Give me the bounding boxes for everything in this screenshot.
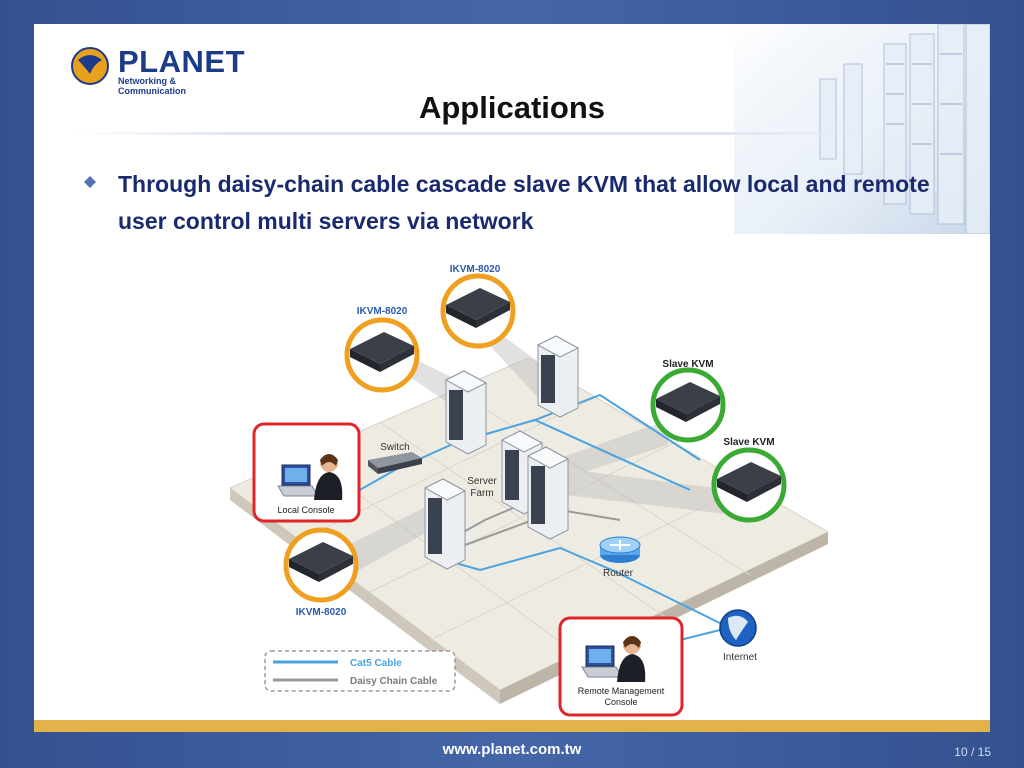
planet-logo: PLANET Networking & Communication bbox=[70, 40, 245, 96]
diamond-bullet-icon bbox=[84, 176, 96, 188]
legend-daisy-label: Daisy Chain Cable bbox=[350, 676, 438, 687]
slide: PLANET Networking & Communication Applic… bbox=[34, 24, 990, 720]
title-divider bbox=[74, 132, 894, 135]
switch-label: Switch bbox=[380, 442, 409, 453]
internet-globe-icon bbox=[719, 609, 757, 647]
remote-console-label-line2: Console bbox=[604, 697, 637, 707]
local-console-frame bbox=[252, 422, 361, 523]
legend-cat5-label: Cat5 Cable bbox=[350, 658, 402, 669]
remote-console-label-line1: Remote Management bbox=[578, 686, 665, 696]
server-rack bbox=[423, 478, 467, 570]
footer-url: www.planet.com.tw bbox=[442, 741, 582, 758]
server-rack bbox=[444, 370, 488, 455]
ikvm-left-label: IKVM-8020 bbox=[357, 306, 408, 317]
router-label: Router bbox=[603, 568, 634, 579]
server-rack bbox=[536, 335, 580, 418]
page-number: 10 / 15 bbox=[954, 745, 991, 759]
legend: Cat5 Cable Daisy Chain Cable bbox=[264, 650, 456, 692]
logo-tagline: Networking & Communication bbox=[118, 76, 187, 96]
slave-kvm-2-label: Slave KVM bbox=[723, 437, 774, 448]
slave-kvm-ring-1 bbox=[650, 367, 726, 443]
internet-label: Internet bbox=[723, 652, 757, 663]
bullet-text: Through daisy-chain cable cascade slave … bbox=[118, 171, 930, 234]
logo-wordmark: PLANET bbox=[118, 44, 245, 79]
server-rack bbox=[526, 446, 570, 540]
local-console-label: Local Console bbox=[277, 505, 334, 515]
slave-kvm-1-label: Slave KVM bbox=[662, 359, 713, 370]
ikvm-top-label: IKVM-8020 bbox=[450, 264, 501, 275]
ikvm-left-ring bbox=[344, 317, 420, 393]
ikvm-bottom-label: IKVM-8020 bbox=[296, 607, 347, 618]
globe-icon bbox=[71, 47, 109, 85]
remote-console-frame bbox=[558, 616, 684, 717]
network-diagram: Cat5 Cable Daisy Chain Cable IKVM-8020 I… bbox=[229, 264, 830, 717]
server-farm-label-line1: Server bbox=[467, 476, 497, 487]
server-room-image bbox=[734, 24, 990, 234]
slave-kvm-ring-2 bbox=[711, 447, 787, 523]
server-farm-label-line2: Farm bbox=[470, 488, 493, 499]
footer-accent-bar bbox=[34, 720, 990, 732]
switch-device bbox=[368, 452, 422, 474]
ikvm-bottom-ring bbox=[283, 527, 359, 603]
slide-title: Applications bbox=[418, 90, 605, 125]
ikvm-top-ring bbox=[440, 273, 516, 349]
router-device bbox=[599, 536, 641, 563]
